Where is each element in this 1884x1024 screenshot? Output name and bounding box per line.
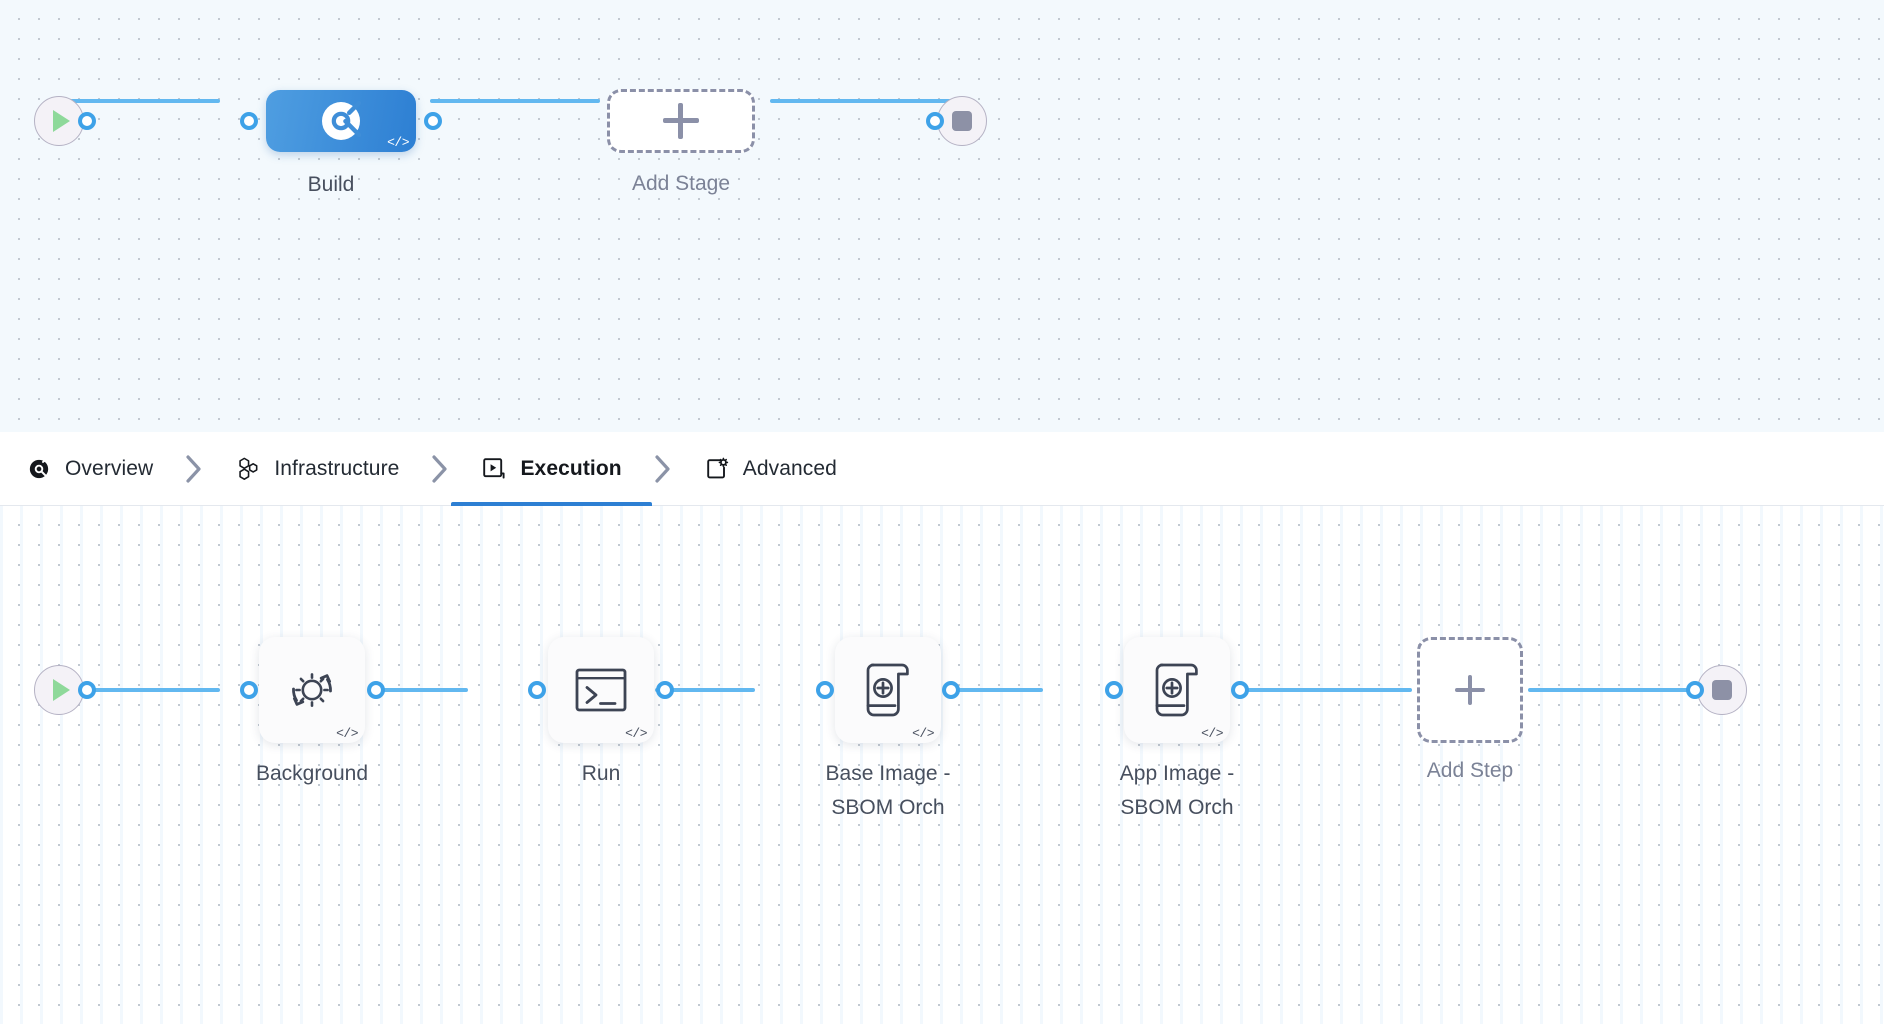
plus-icon — [1455, 675, 1485, 705]
step-label-background: Background — [255, 762, 369, 785]
add-stage-label: Add Stage — [631, 172, 731, 195]
harness-build-icon — [322, 100, 362, 140]
code-badge: </> — [1201, 726, 1223, 741]
stage-label-build: Build — [307, 173, 355, 196]
port-end-in[interactable] — [926, 112, 944, 130]
port-background-in[interactable] — [240, 681, 258, 699]
chevron-right-icon — [655, 454, 670, 483]
stop-icon — [1712, 680, 1732, 700]
add-step-button[interactable] — [1417, 637, 1523, 743]
code-badge: </> — [912, 726, 934, 741]
tab-infrastructure[interactable]: Infrastructure — [231, 432, 403, 505]
gear-refresh-icon — [292, 673, 332, 707]
edge-background-to-run — [368, 688, 468, 692]
step-end-node[interactable] — [1697, 665, 1747, 715]
edge-build-to-addstage — [430, 99, 600, 103]
hexagon-cluster-icon — [235, 456, 261, 482]
step-start-node[interactable] — [34, 665, 84, 715]
code-badge: </> — [625, 726, 647, 741]
code-badge: </> — [336, 726, 358, 741]
edge-run-to-baseimage — [655, 688, 755, 692]
port-start-out[interactable] — [78, 112, 96, 130]
edge-appimage-to-addstep — [1232, 688, 1412, 692]
tab-execution[interactable]: Execution — [451, 432, 653, 506]
edge-addstage-to-end — [770, 99, 960, 103]
port-baseimage-out[interactable] — [942, 681, 960, 699]
step-node-background[interactable]: </> — [259, 637, 365, 743]
port-baseimage-in[interactable] — [816, 681, 834, 699]
step-label-app-image-sbom-orch: App Image - SBOM Orch — [1119, 762, 1235, 819]
start-icon — [53, 679, 70, 701]
port-appimage-in[interactable] — [1105, 681, 1123, 699]
port-run-in[interactable] — [528, 681, 546, 699]
stage-node-build[interactable]: </> — [266, 90, 416, 152]
pipeline-start-node[interactable] — [34, 96, 84, 146]
scroll-plus-icon — [866, 663, 909, 717]
start-icon — [53, 110, 70, 132]
port-build-in[interactable] — [240, 112, 258, 130]
scroll-plus-icon — [1155, 663, 1198, 717]
chevron-right-icon — [432, 454, 448, 483]
edge-addstep-to-end — [1528, 688, 1708, 692]
step-label-base-image-sbom-orch: Base Image - SBOM Orch — [825, 762, 951, 819]
tab-separator-3 — [626, 432, 700, 505]
step-node-run[interactable]: </> — [548, 637, 654, 743]
tab-label-overview: Overview — [65, 456, 154, 480]
tab-separator-1 — [157, 432, 231, 505]
edge-start-to-background — [60, 688, 220, 692]
tab-advanced[interactable]: Advanced — [700, 432, 841, 505]
card-gear-icon — [704, 456, 730, 482]
plus-icon — [663, 103, 699, 139]
stop-icon — [952, 111, 972, 131]
port-run-out[interactable] — [656, 681, 674, 699]
add-stage-button[interactable] — [607, 89, 755, 153]
tab-separator-2 — [403, 432, 477, 505]
tab-overview[interactable]: Overview — [22, 432, 157, 505]
chevron-right-icon — [186, 454, 201, 483]
edge-start-to-build — [60, 99, 220, 103]
stage-config-tabs: Overview Infrastructure — [0, 432, 1884, 506]
add-step-label: Add Step — [1426, 759, 1514, 782]
port-step-start-out[interactable] — [78, 681, 96, 699]
step-graph-canvas[interactable]: </> Background </> Run </> — [0, 506, 1884, 1024]
port-step-end-in[interactable] — [1686, 681, 1704, 699]
step-node-app-image-sbom-orch[interactable]: </> — [1124, 637, 1230, 743]
port-background-out[interactable] — [367, 681, 385, 699]
edge-baseimage-to-appimage — [943, 688, 1043, 692]
port-build-out[interactable] — [424, 112, 442, 130]
pipeline-end-node[interactable] — [937, 96, 987, 146]
tab-label-infrastructure: Infrastructure — [274, 456, 400, 480]
tab-label-advanced: Advanced — [742, 456, 837, 480]
step-label-run: Run — [581, 762, 621, 785]
step-node-base-image-sbom-orch[interactable]: </> — [835, 637, 941, 743]
port-appimage-out[interactable] — [1231, 681, 1249, 699]
overview-pie-icon — [26, 456, 52, 482]
play-box-icon — [481, 456, 507, 482]
tab-label-execution: Execution — [520, 456, 622, 480]
terminal-icon — [575, 668, 627, 712]
stage-graph-canvas[interactable]: </> Build Add Stage — [0, 0, 1884, 432]
code-badge: </> — [387, 135, 409, 150]
